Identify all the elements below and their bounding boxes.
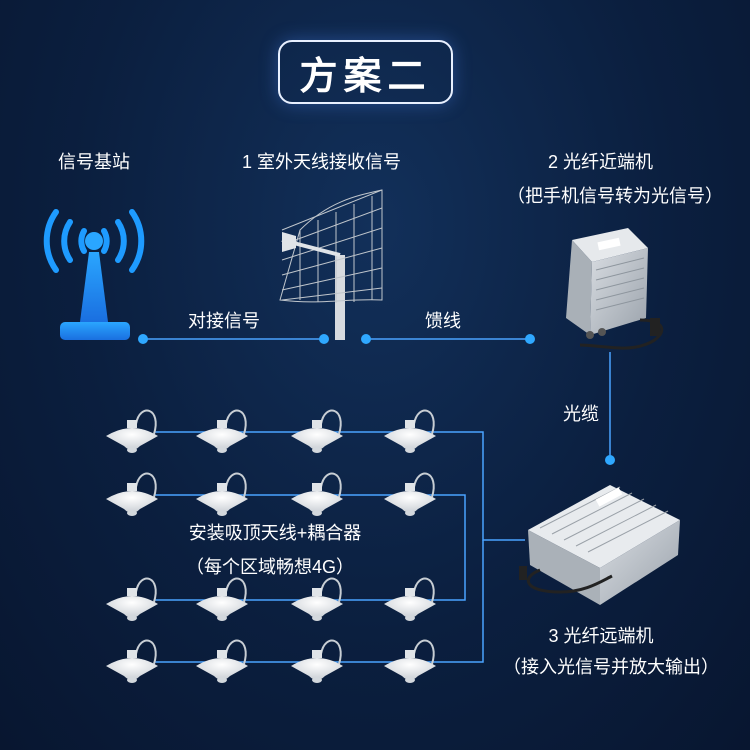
dot-antenna-right bbox=[361, 334, 371, 344]
dot-base bbox=[138, 334, 148, 344]
ceiling-antenna-icon bbox=[106, 409, 158, 453]
outdoor-antenna-icon bbox=[279, 189, 383, 340]
ceiling-antenna-icon bbox=[291, 639, 343, 683]
ceiling-antenna-icon bbox=[384, 472, 436, 516]
ceiling-antenna-icon bbox=[106, 577, 158, 621]
dot-antenna-left bbox=[319, 334, 329, 344]
ceiling-antenna-icon bbox=[196, 409, 248, 453]
base-station-label: 信号基站 bbox=[58, 152, 130, 172]
ceiling-antenna-icon bbox=[196, 577, 248, 621]
dot-far-end bbox=[605, 455, 615, 465]
ceiling-antenna-icon bbox=[291, 577, 343, 621]
near-end-device-icon bbox=[566, 228, 664, 350]
far-end-label: 3 光纤远端机 bbox=[548, 626, 654, 646]
ceiling-antenna-icon bbox=[384, 409, 436, 453]
base-station-icon bbox=[43, 209, 145, 340]
title-box: 方案二 bbox=[278, 40, 453, 104]
page-title: 方案二 bbox=[299, 55, 432, 98]
ceiling-antenna-icon bbox=[291, 472, 343, 516]
ceiling-antenna-icon bbox=[384, 639, 436, 683]
link-label-near-to-far: 光缆 bbox=[563, 404, 599, 424]
ceiling-antenna-icon bbox=[384, 577, 436, 621]
ceiling-antenna-grid bbox=[106, 409, 436, 683]
ceiling-antenna-icon bbox=[291, 409, 343, 453]
ceiling-antennas-label: 安装吸顶天线+耦合器 bbox=[188, 523, 362, 543]
ceiling-antenna-icon bbox=[106, 472, 158, 516]
far-end-device-icon bbox=[519, 485, 680, 605]
ceiling-antenna-icon bbox=[106, 639, 158, 683]
ceiling-antenna-icon bbox=[196, 472, 248, 516]
link-label-base-to-antenna: 对接信号 bbox=[188, 311, 260, 331]
outdoor-antenna-label: 1 室外天线接收信号 bbox=[242, 152, 402, 172]
connection-dots bbox=[138, 334, 615, 465]
near-end-sublabel: （把手机信号转为光信号） bbox=[507, 186, 723, 206]
ceiling-antenna-icon bbox=[196, 639, 248, 683]
dot-near-end bbox=[525, 334, 535, 344]
far-end-sublabel: （接入光信号并放大输出） bbox=[503, 657, 719, 677]
ceiling-antennas-sublabel: （每个区域畅想4G） bbox=[185, 557, 354, 577]
link-label-antenna-to-near: 馈线 bbox=[425, 311, 461, 331]
near-end-label: 2 光纤近端机 bbox=[548, 152, 654, 172]
